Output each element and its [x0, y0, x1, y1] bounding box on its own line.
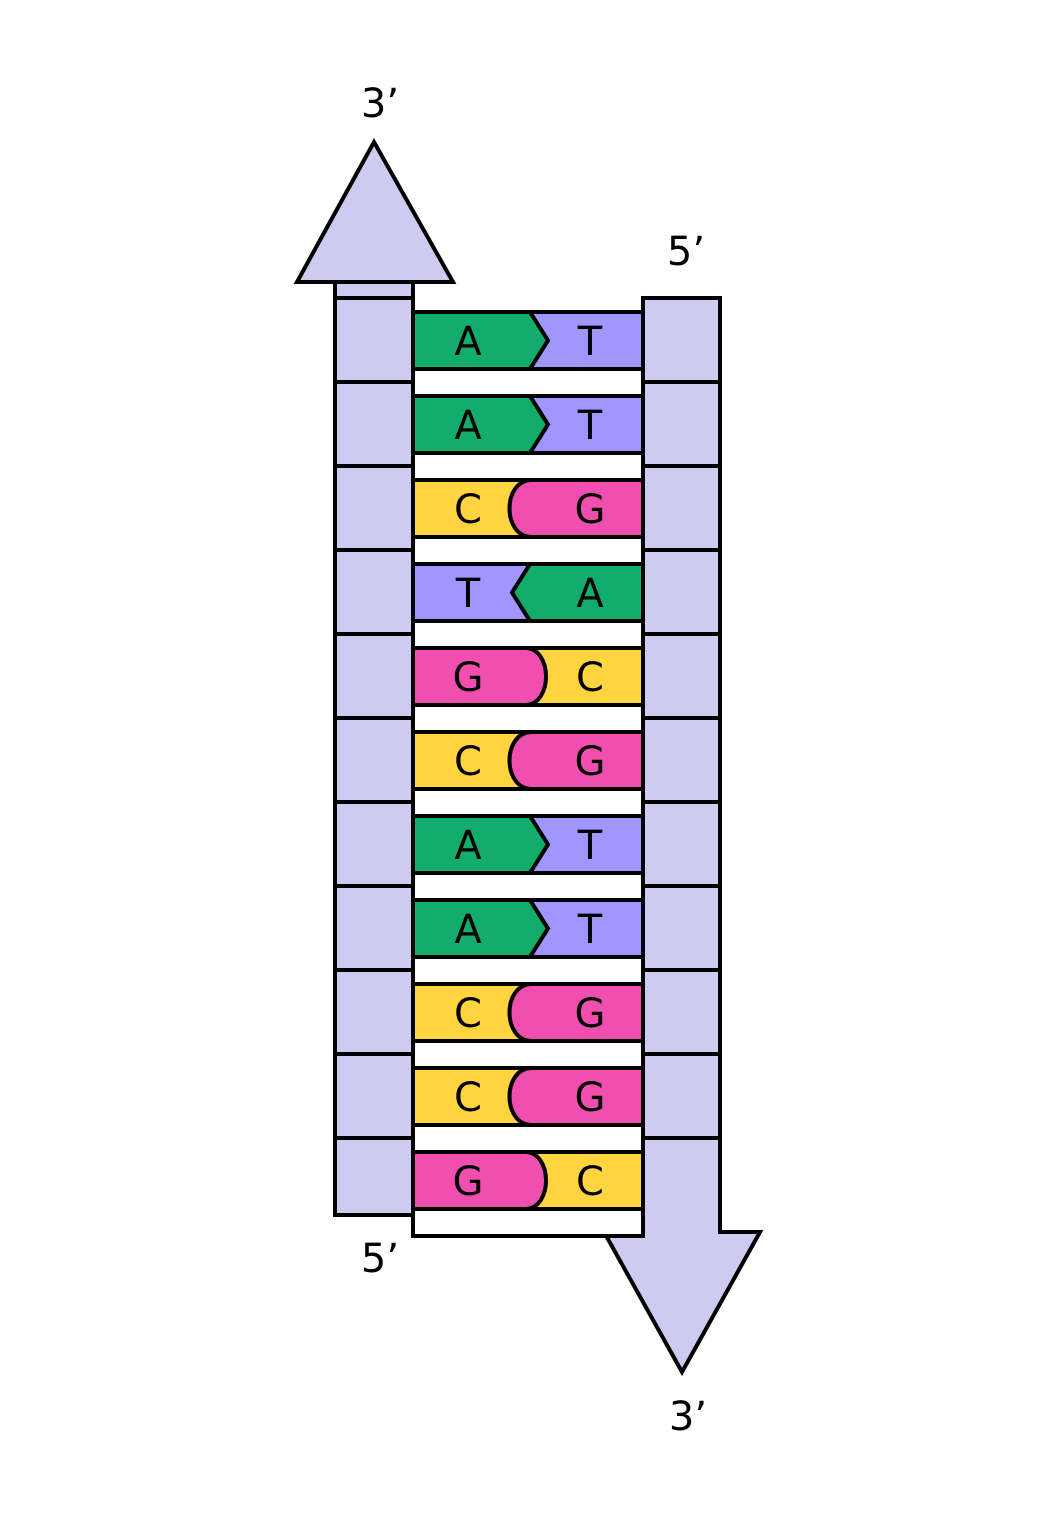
base-pair-outline — [411, 562, 645, 623]
base-letter-right: T — [577, 319, 603, 365]
base-letter-left: C — [454, 991, 482, 1037]
rung-gap — [411, 703, 645, 734]
base-letter-left: G — [453, 1159, 484, 1205]
left-strand-join — [337, 284, 411, 294]
right-strand-5prime-label: 5’ — [667, 229, 705, 275]
base-letter-left: A — [454, 823, 482, 869]
left-strand-backbone — [333, 280, 415, 1217]
rung-gap — [411, 1039, 645, 1070]
base-letter-right: G — [575, 1075, 606, 1121]
base-letter-right: T — [577, 403, 603, 449]
rung-gap — [411, 1123, 645, 1154]
base-pair-outline — [411, 730, 645, 791]
base-pair-outline — [411, 646, 645, 707]
right-strand-backbone — [641, 296, 722, 1234]
base-letter-right: G — [575, 739, 606, 785]
rung-gap — [411, 535, 645, 566]
base-letter-right: G — [575, 991, 606, 1037]
base-pair-outline — [411, 310, 645, 371]
base-letter-right: G — [575, 487, 606, 533]
right-strand-join — [645, 1222, 718, 1236]
base-letter-right: T — [577, 907, 603, 953]
base-pair-outline — [411, 898, 645, 959]
base-letter-left: A — [454, 403, 482, 449]
base-letter-left: C — [454, 1075, 482, 1121]
right-strand-3prime-label: 3’ — [669, 1394, 707, 1440]
rung-gap — [411, 451, 645, 482]
base-letter-right: C — [576, 655, 604, 701]
rung-gap — [411, 955, 645, 986]
base-letter-left: C — [454, 487, 482, 533]
rung-gap — [411, 787, 645, 818]
base-letter-right: T — [577, 823, 603, 869]
base-pair-outline — [411, 982, 645, 1043]
rung-gap — [411, 367, 645, 398]
rung-gap — [411, 619, 645, 650]
left-strand-5prime-label: 5’ — [361, 1236, 399, 1282]
base-letter-right: A — [576, 571, 604, 617]
left-strand-arrowhead — [293, 137, 457, 284]
left-strand-3prime-label: 3’ — [361, 81, 399, 127]
base-pair-outline — [411, 1150, 645, 1211]
base-pair-outline — [411, 814, 645, 875]
base-pair-outline — [411, 394, 645, 455]
right-strand-arrowhead — [600, 1230, 764, 1377]
rung-gap — [411, 1207, 645, 1238]
base-pair-outline — [411, 1066, 645, 1127]
base-letter-right: C — [576, 1159, 604, 1205]
base-letter-left: T — [455, 571, 481, 617]
base-letter-left: G — [453, 655, 484, 701]
rung-gap — [411, 871, 645, 902]
base-letter-left: A — [454, 907, 482, 953]
base-pair-outline — [411, 478, 645, 539]
base-letter-left: C — [454, 739, 482, 785]
base-letter-left: A — [454, 319, 482, 365]
